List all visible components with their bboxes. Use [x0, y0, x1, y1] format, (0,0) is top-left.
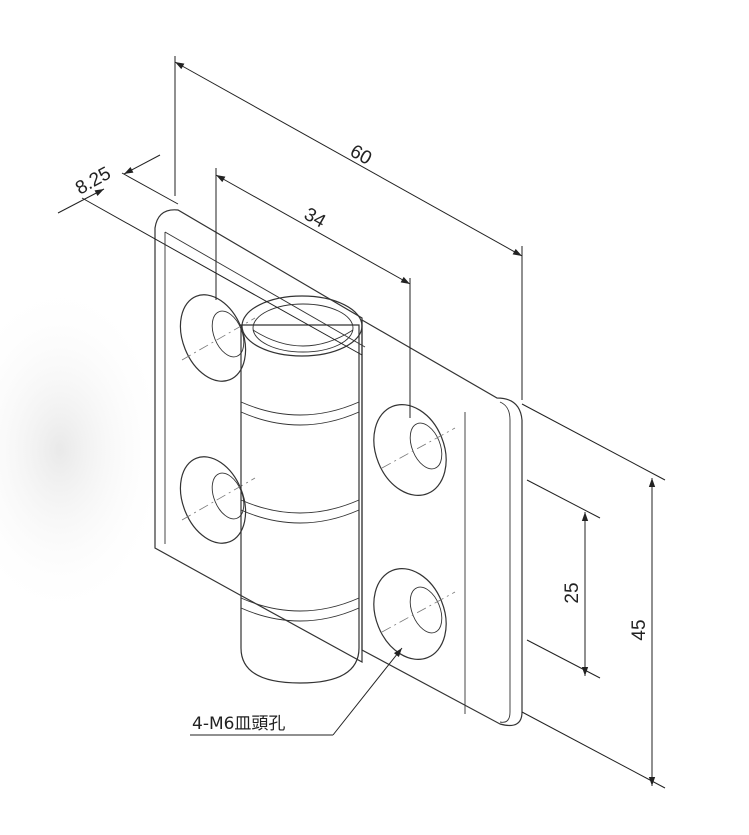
- dim-label-45: 45: [629, 619, 650, 640]
- dimension-hole-spacing-x: 34: [215, 168, 411, 418]
- left-leaf-plate: [154, 209, 363, 664]
- dimension-total-height: 45: [521, 403, 666, 789]
- dimension-hole-spacing-y: 25: [526, 479, 601, 679]
- background-shade: [0, 280, 170, 620]
- dim-label-34: 34: [300, 204, 329, 233]
- right-leaf-plate: [361, 318, 523, 727]
- dimension-total-width: 60: [174, 56, 523, 400]
- hinge-body: [154, 209, 523, 727]
- callout-label: 4-M6皿頭孔: [192, 714, 285, 734]
- dim-label-8-25: 8.25: [72, 163, 115, 199]
- hinge-barrel: [240, 295, 363, 684]
- hole-right-bottom: [373, 567, 447, 661]
- hole-left-top: [179, 294, 247, 382]
- hole-left-bottom: [179, 456, 247, 544]
- hole-callout: 4-M6皿頭孔: [190, 647, 403, 736]
- dim-label-60: 60: [346, 141, 375, 170]
- dim-label-25: 25: [562, 582, 583, 603]
